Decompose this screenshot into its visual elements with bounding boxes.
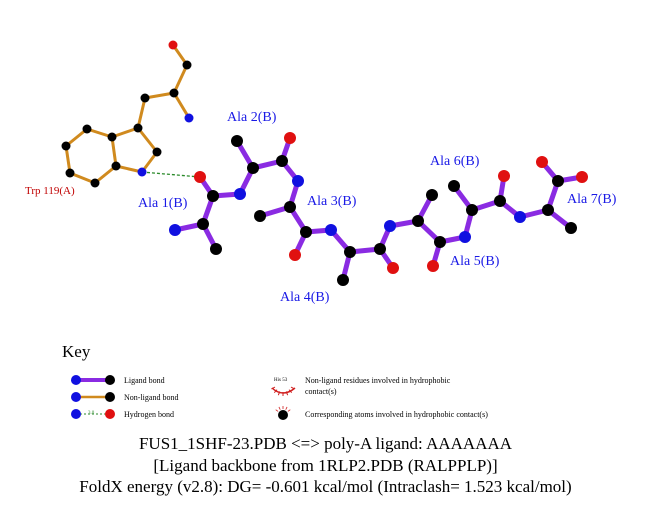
carbon-atom: [61, 141, 71, 151]
carbon-atom: [276, 155, 288, 167]
carbon-atom: [284, 201, 296, 213]
carbon-atom: [374, 243, 386, 255]
residue-label-ala4: Ala 4(B): [280, 290, 330, 305]
key-carbon-atom: [105, 375, 115, 385]
carbon-atom: [90, 178, 100, 188]
residue-label-ala5: Ala 5(B): [450, 254, 500, 269]
key-hbond-distance: 3.0: [88, 411, 95, 416]
oxygen-atom: [168, 40, 178, 50]
residue-label-ala1: Ala 1(B): [138, 196, 188, 211]
carbon-atom: [182, 60, 192, 70]
key-hydrophobic-residues-label-2: contact(s): [305, 387, 337, 396]
nitrogen-atom: [325, 224, 337, 236]
key-hydrophobic-residues-label: Non-ligand residues involved in hydropho…: [305, 376, 451, 385]
carbon-atom: [412, 215, 424, 227]
carbon-atom: [542, 204, 554, 216]
hydrophobic-spoke: [288, 389, 293, 393]
nonligand-bond: [136, 127, 159, 153]
nitrogen-atom: [292, 175, 304, 187]
hydrophobic-spoke: [271, 386, 276, 390]
key-nitrogen-atom: [71, 409, 81, 419]
carbon-atom: [207, 190, 219, 202]
footer-title: FUS1_1SHF-23.PDB <=> poly-A ligand: AAAA…: [138, 434, 513, 453]
carbon-atom: [337, 274, 349, 286]
key-carbon-atom: [105, 392, 115, 402]
carbon-atom: [300, 226, 312, 238]
residue-label-ala3: Ala 3(B): [307, 194, 357, 209]
carbon-atom: [65, 168, 75, 178]
nonligand-bond: [94, 164, 117, 185]
key-hydrophobic-atoms-label: Corresponding atoms involved in hydropho…: [305, 410, 488, 419]
nitrogen-atom: [459, 231, 471, 243]
oxygen-atom: [194, 171, 206, 183]
nonligand-bond: [144, 91, 175, 100]
oxygen-atom: [576, 171, 588, 183]
carbon-atom: [111, 161, 121, 171]
key-ligand-bond-label: Ligand bond: [124, 376, 165, 385]
residue-label-ala2: Ala 2(B): [227, 110, 277, 125]
hydrophobic-spoke: [287, 409, 291, 412]
nonligand-bond: [172, 92, 191, 119]
footer-backbone: [Ligand backbone from 1RLP2.PDB (RALPPLP…: [153, 456, 498, 475]
hydrophobic-spoke: [285, 391, 289, 396]
carbon-atom: [344, 246, 356, 258]
nitrogen-atom: [169, 224, 181, 236]
carbon-atom: [231, 135, 243, 147]
nonligand-bond: [172, 64, 189, 94]
key-hydrogen-bond-label: Hydrogen bond: [124, 410, 174, 419]
key-nonligand-bond-label: Non-ligand bond: [124, 393, 179, 402]
nitrogen-atom: [234, 188, 246, 200]
carbon-atom: [247, 162, 259, 174]
hydrophobic-spoke: [278, 406, 281, 410]
carbon-atom: [434, 236, 446, 248]
oxygen-atom: [427, 260, 439, 272]
carbon-atom: [152, 147, 162, 157]
hydrophobic-spoke: [277, 391, 281, 396]
nitrogen-atom: [514, 211, 526, 223]
nonligand-bond: [65, 127, 88, 148]
carbon-atom: [448, 180, 460, 192]
footer-energy: FoldX energy (v2.8): DG= -0.601 kcal/mol…: [79, 477, 572, 496]
oxygen-atom: [536, 156, 548, 168]
carbon-atom: [140, 93, 150, 103]
key-nitrogen-atom: [71, 375, 81, 385]
key-oxygen-atom: [105, 409, 115, 419]
hydrophobic-spoke: [273, 389, 278, 393]
carbon-atom: [82, 124, 92, 134]
hydrophobic-spoke: [290, 386, 295, 390]
residue-label-trp119: Trp 119(A): [25, 185, 75, 197]
carbon-atom: [426, 189, 438, 201]
hydrogen-bond: [141, 171, 201, 178]
hydrophobic-spoke: [285, 406, 288, 410]
carbon-atom: [466, 204, 478, 216]
carbon-atom: [133, 123, 143, 133]
carbon-atom: [210, 243, 222, 255]
residue-label-ala7: Ala 7(B): [567, 192, 617, 207]
key-nitrogen-atom: [71, 392, 81, 402]
oxygen-atom: [284, 132, 296, 144]
nitrogen-atom: [384, 220, 396, 232]
nitrogen-atom: [137, 167, 147, 177]
key-title: Key: [62, 342, 91, 361]
key-residue-example: His 53: [274, 378, 288, 383]
carbon-atom: [107, 132, 117, 142]
hydrophobic-spoke: [275, 409, 279, 412]
carbon-atom: [565, 222, 577, 234]
residue-label-ala6: Ala 6(B): [430, 154, 480, 169]
carbon-atom: [552, 175, 564, 187]
carbon-atom: [169, 88, 179, 98]
oxygen-atom: [387, 262, 399, 274]
nonligand-bond: [136, 97, 147, 129]
carbon-atom: [494, 195, 506, 207]
carbon-atom: [197, 218, 209, 230]
oxygen-atom: [498, 170, 510, 182]
nonligand-bond: [110, 136, 118, 167]
nonligand-bond: [111, 126, 139, 139]
key-hydrophobic-atom-icon: [278, 410, 288, 420]
carbon-atom: [254, 210, 266, 222]
nonligand-bond: [64, 145, 72, 174]
oxygen-atom: [289, 249, 301, 261]
nitrogen-atom: [184, 113, 194, 123]
